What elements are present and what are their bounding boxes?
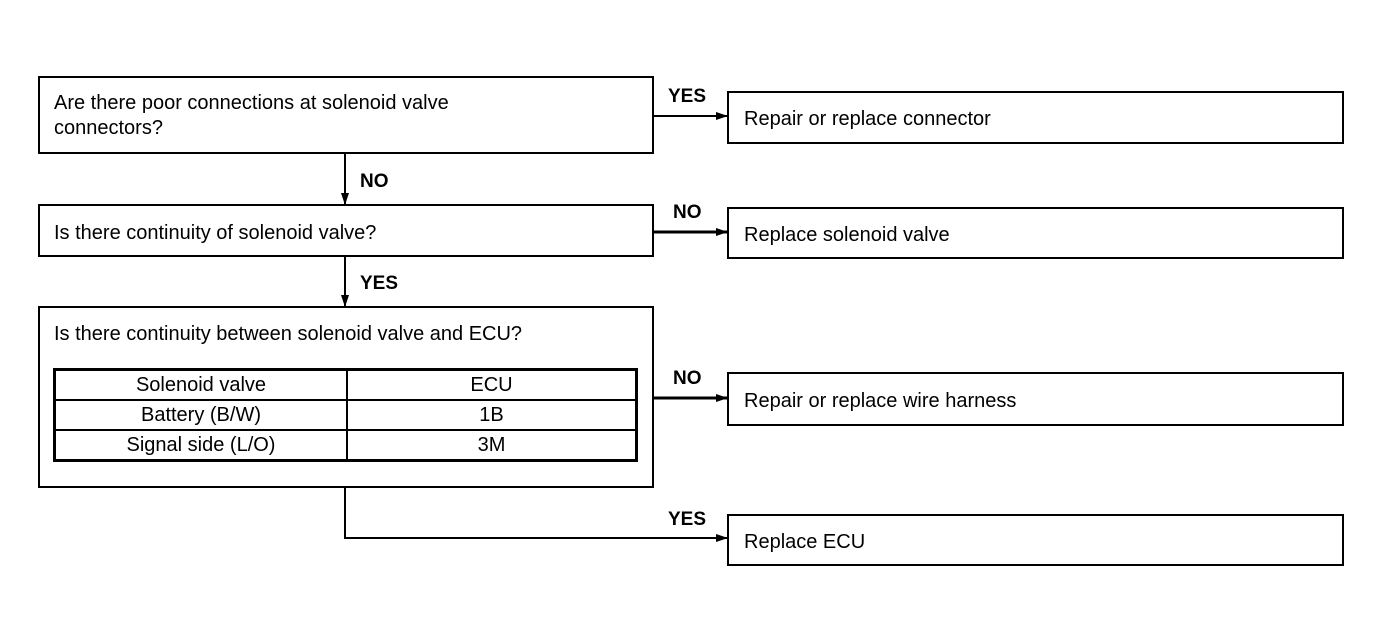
table-cell: Battery (B/W) bbox=[53, 399, 348, 431]
action-4-text: Replace ECU bbox=[744, 531, 866, 553]
question-2-text: Is there continuity of solenoid valve? bbox=[54, 222, 377, 244]
table-header-cell: ECU bbox=[346, 368, 638, 401]
action-box-3 bbox=[727, 372, 1344, 426]
action-box-1 bbox=[727, 91, 1344, 144]
table-header-row: Solenoid valve ECU bbox=[53, 368, 638, 401]
question-3-text: Is there continuity between solenoid val… bbox=[54, 323, 523, 345]
action-1-text: Repair or replace connector bbox=[744, 108, 991, 130]
label-q3-no: NO bbox=[673, 368, 702, 389]
table-header-cell: Solenoid valve bbox=[53, 368, 348, 401]
question-box-1 bbox=[38, 76, 654, 154]
arrow-q3-yes bbox=[344, 487, 728, 542]
label-q1-no: NO bbox=[360, 171, 389, 192]
table-row: Signal side (L/O) 3M bbox=[53, 429, 638, 462]
action-2-text: Replace solenoid valve bbox=[744, 224, 950, 246]
question-1-text: Are there poor connections at solenoid v… bbox=[54, 92, 449, 139]
continuity-table: Solenoid valve ECU Battery (B/W) 1B Sign… bbox=[53, 368, 638, 462]
action-3-text: Repair or replace wire harness bbox=[744, 390, 1017, 412]
action-box-2 bbox=[727, 207, 1344, 259]
table-cell: 1B bbox=[346, 399, 638, 431]
table-cell: 3M bbox=[346, 429, 638, 462]
table-cell: Signal side (L/O) bbox=[53, 429, 348, 462]
label-q1-yes: YES bbox=[668, 86, 707, 107]
label-q2-no: NO bbox=[673, 202, 702, 223]
question-box-2 bbox=[38, 204, 654, 257]
action-box-4 bbox=[727, 514, 1344, 566]
label-q2-yes: YES bbox=[360, 273, 399, 294]
table-row: Battery (B/W) 1B bbox=[53, 399, 638, 431]
label-q3-yes: YES bbox=[668, 509, 707, 530]
